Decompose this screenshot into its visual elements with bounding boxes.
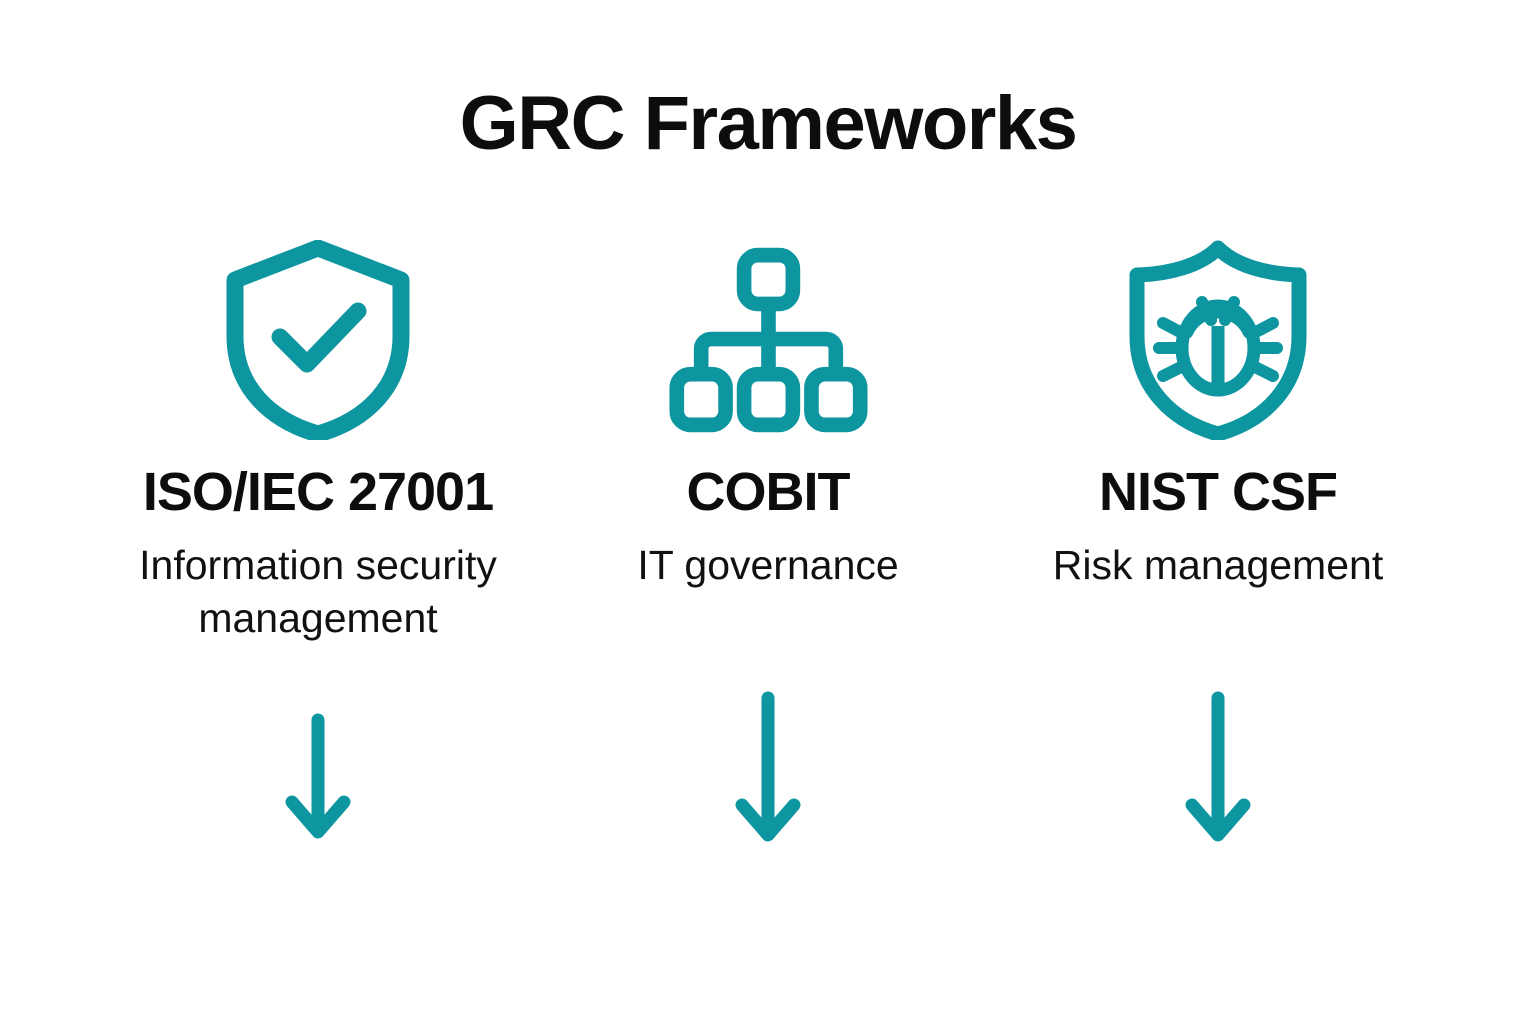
shield-bug-icon <box>1118 240 1318 440</box>
framework-card-nist-csf[interactable]: NIST CSF Risk management <box>993 240 1443 845</box>
hierarchy-org-chart-icon <box>668 240 868 440</box>
framework-description: Information security management <box>139 541 497 641</box>
framework-name: ISO/IEC 27001 <box>142 462 494 522</box>
frameworks-row: ISO/IEC 27001 Information security manag… <box>0 240 1536 845</box>
down-arrow-icon <box>283 667 353 842</box>
framework-card-cobit[interactable]: COBIT IT governance <box>543 240 993 845</box>
shield-check-icon <box>218 240 418 440</box>
framework-name: COBIT <box>686 462 851 522</box>
down-arrow-icon <box>733 670 803 845</box>
down-arrow-icon <box>1183 670 1253 845</box>
framework-name: NIST CSF <box>1098 462 1338 522</box>
page-title: GRC Frameworks <box>459 81 1078 166</box>
framework-description: Risk management <box>1052 541 1384 588</box>
framework-description: IT governance <box>637 541 899 588</box>
framework-card-iso-iec-27001[interactable]: ISO/IEC 27001 Information security manag… <box>93 240 543 842</box>
